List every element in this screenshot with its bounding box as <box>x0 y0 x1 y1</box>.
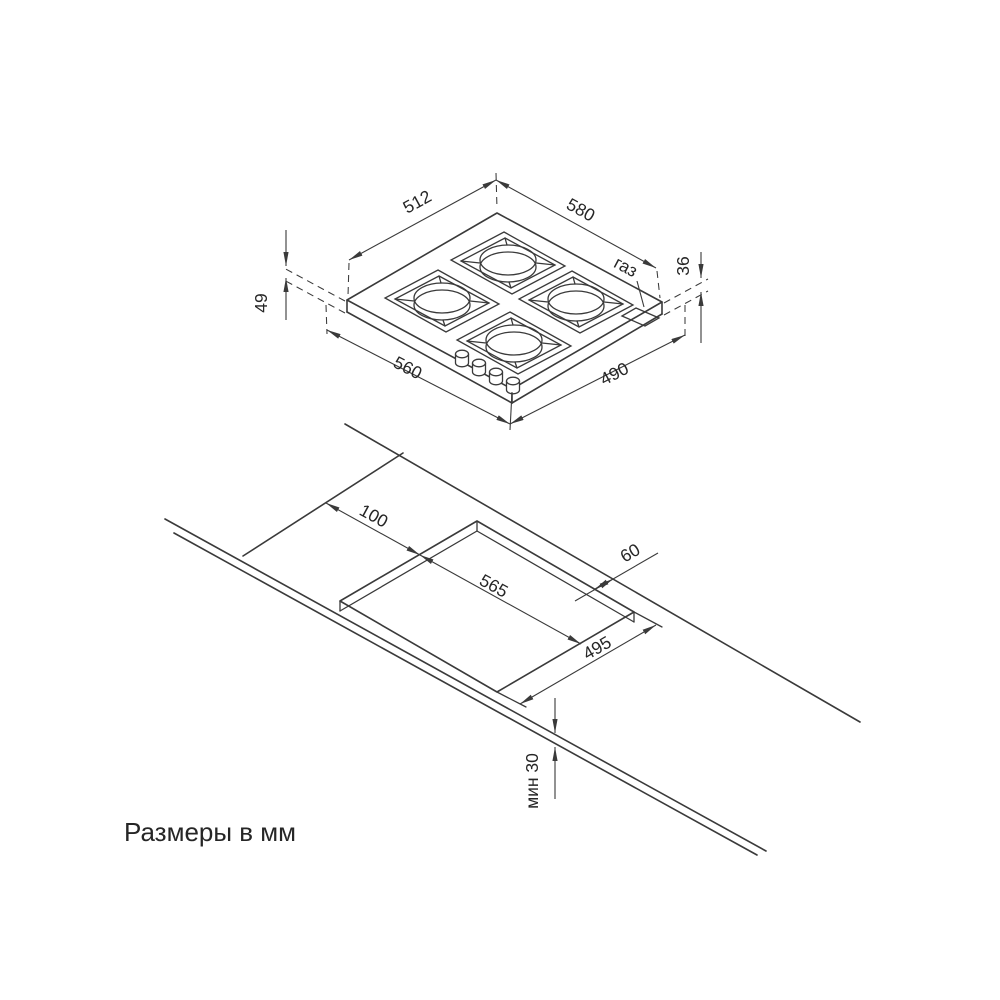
dim-label-565: 565 <box>476 570 511 602</box>
dim-label-49: 49 <box>251 293 271 312</box>
dim-label-min30: мин 30 <box>522 753 542 809</box>
counter-front-edge-top <box>164 518 767 852</box>
countertop-cutout-view <box>164 423 861 856</box>
dim-label-36: 36 <box>673 256 693 275</box>
burner-left <box>383 269 501 333</box>
dim-right-height-lines <box>663 252 709 343</box>
cutout-dimensions: 100 565 495 60 мин 30 <box>325 500 663 809</box>
counter-left-end-edge <box>242 452 404 557</box>
gas-connection-box <box>620 307 661 327</box>
dim-label-560: 560 <box>390 352 425 383</box>
counter-front-edge-bottom <box>173 532 758 856</box>
gas-connection <box>620 280 661 327</box>
dim-label-100: 100 <box>356 500 391 532</box>
units-note: Размеры в мм <box>124 817 296 847</box>
burner-right <box>517 270 635 334</box>
dim-left-height-lines <box>281 230 346 320</box>
dim-label-490: 490 <box>597 358 632 389</box>
dim-label-60: 60 <box>617 539 644 566</box>
gas-leader-line <box>636 280 645 308</box>
dim-label-512: 512 <box>400 186 435 218</box>
cutout-opening <box>339 520 635 693</box>
counter-back-edge <box>344 423 861 723</box>
dim-label-495: 495 <box>579 632 614 664</box>
dim-label-580: 580 <box>563 194 598 226</box>
